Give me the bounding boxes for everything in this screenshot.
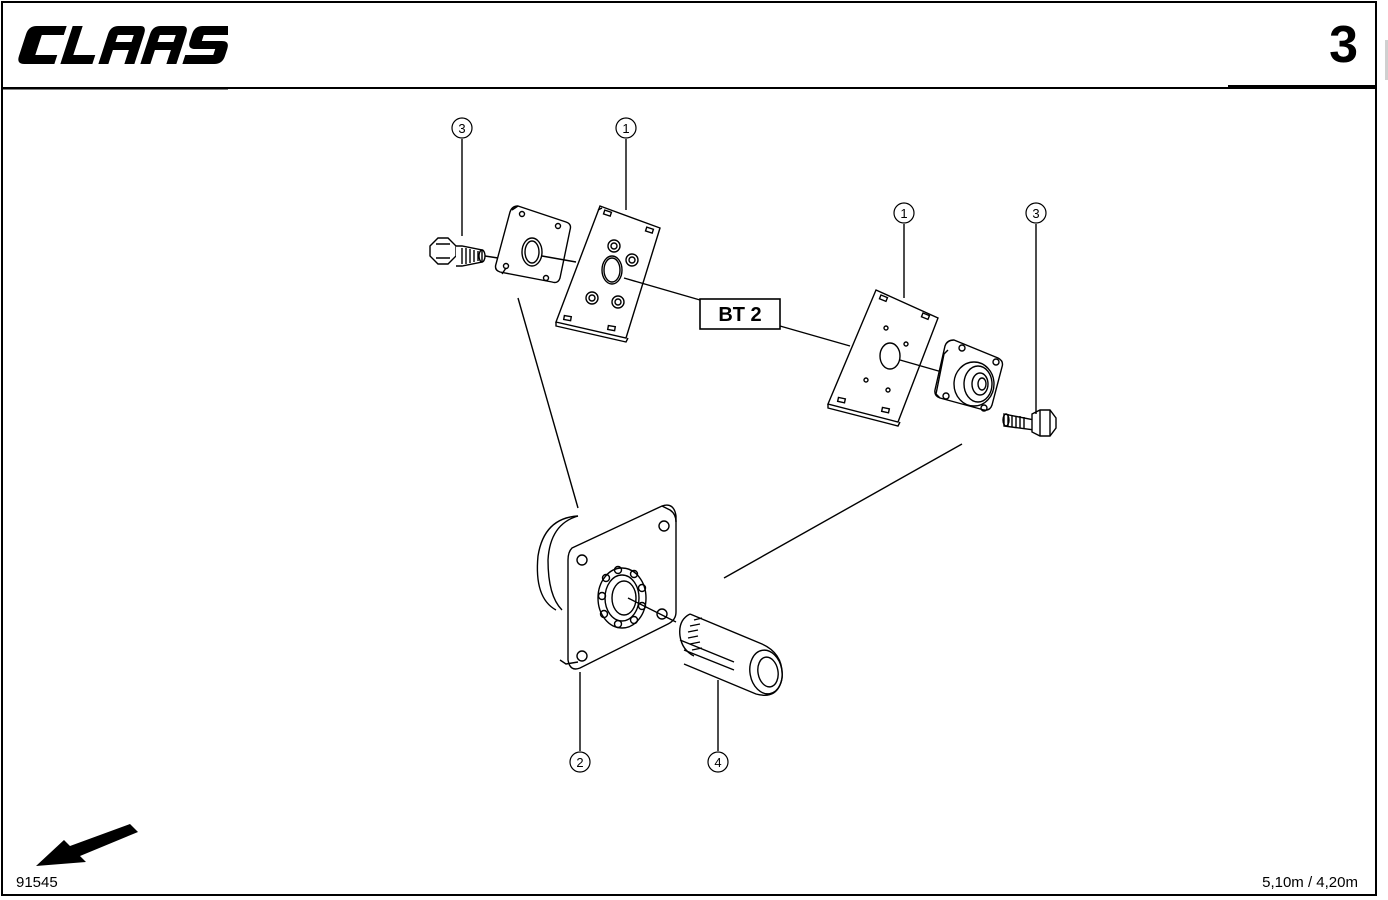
callout-label: 3 (458, 121, 465, 136)
arrow-down-left-icon (36, 824, 138, 866)
callout-circle-4 (707, 751, 729, 773)
callout-circle-2 (569, 751, 591, 773)
right-bolt (1002, 409, 1057, 437)
callout-circle-3-left (451, 117, 473, 139)
claas-logo (18, 26, 228, 64)
callout-circle-1-right (893, 202, 915, 224)
left-bolt (429, 237, 486, 267)
reference-box-frame (699, 298, 781, 330)
left-flange-plate (494, 205, 572, 284)
callout-label: 1 (900, 206, 907, 221)
document-id: 91545 (16, 874, 58, 891)
adapter-sleeve (679, 613, 783, 696)
callout-label: 3 (1032, 206, 1039, 221)
callout-label: 4 (714, 755, 721, 770)
callout-circle-1-left (615, 117, 637, 139)
callout-circle-3-right (1025, 202, 1047, 224)
left-mounting-plate (555, 205, 661, 343)
page-number: 3 (1329, 16, 1358, 74)
flange-bearing (536, 504, 677, 670)
callout-label: 1 (622, 121, 629, 136)
machine-dimensions: 5,10m / 4,20m (1262, 874, 1358, 891)
callout-label: 2 (576, 755, 583, 770)
scrollbar-fragment (1385, 40, 1388, 80)
reference-box-label: BT 2 (718, 304, 761, 326)
right-mounting-plate (827, 289, 939, 427)
right-bearing-housing (934, 339, 1004, 412)
